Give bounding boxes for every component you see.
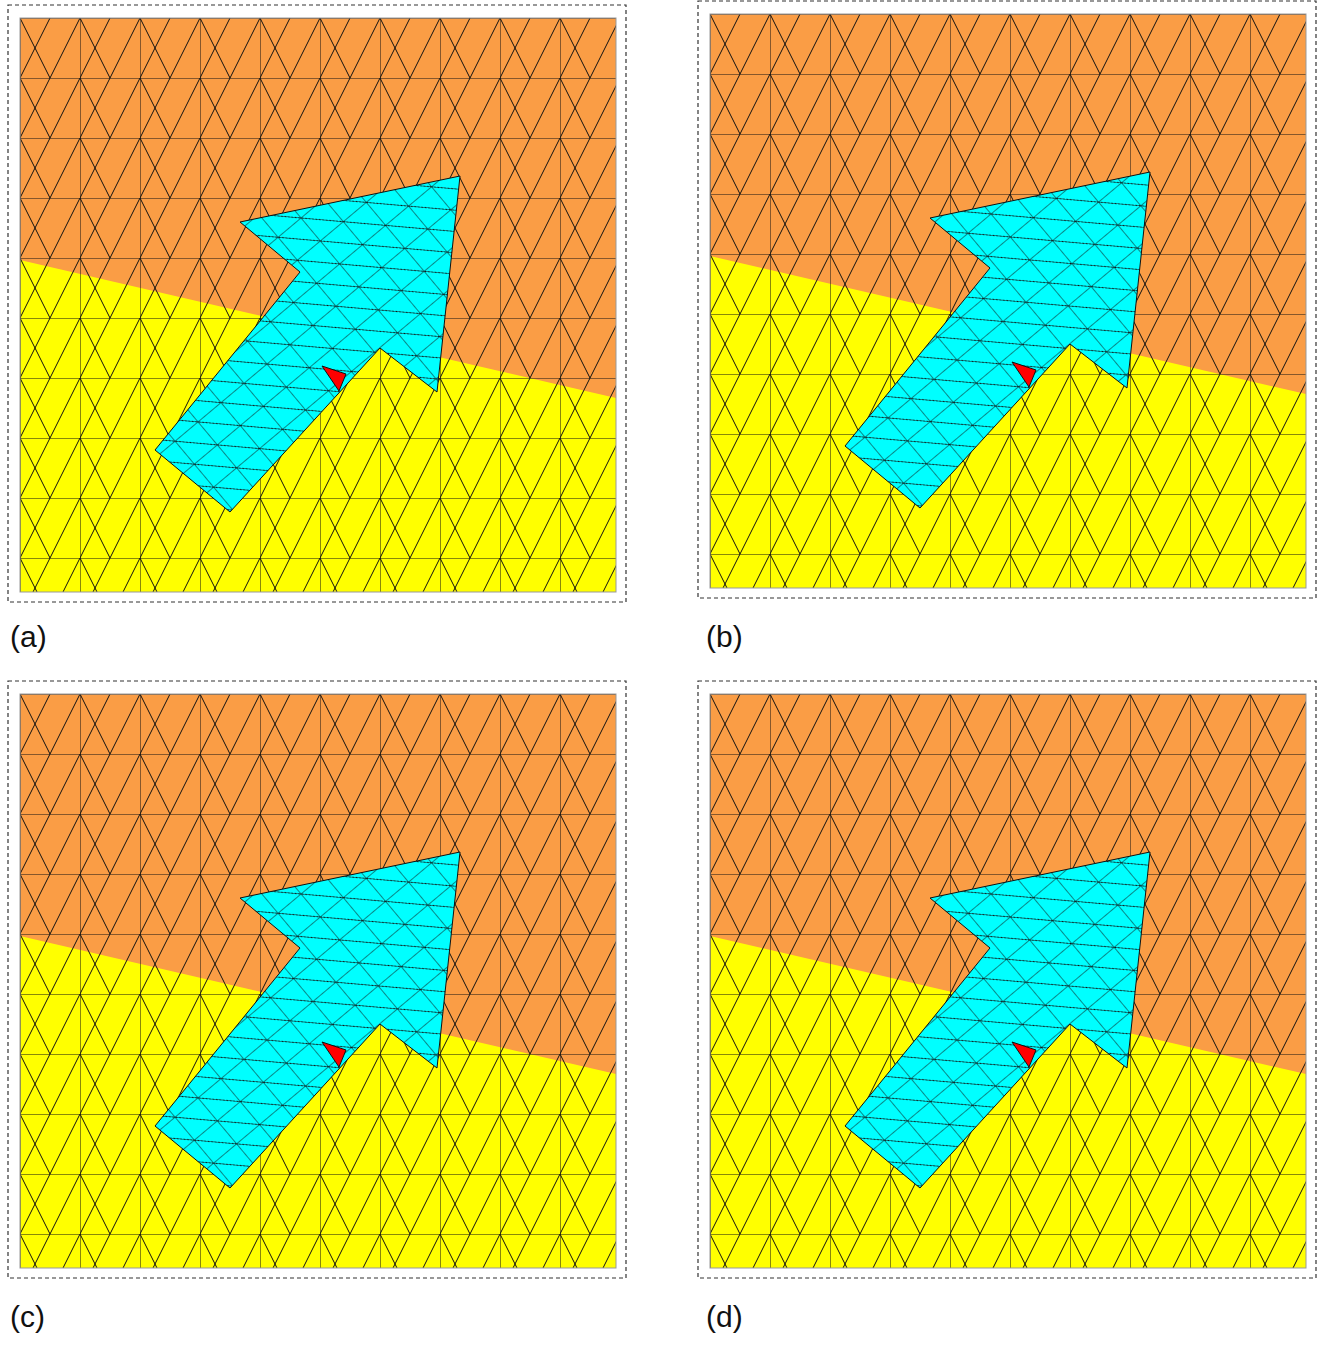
panel-label: (b) [706, 622, 743, 652]
panel-label: (a) [10, 622, 47, 652]
panel-label: (c) [10, 1302, 45, 1332]
panel-label: (d) [706, 1302, 743, 1332]
